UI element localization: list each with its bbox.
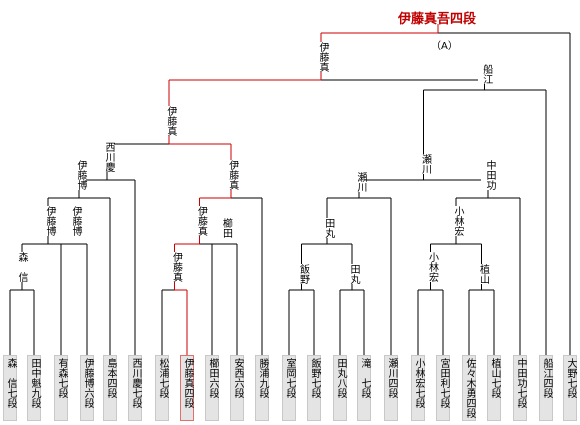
match-winner-m10: 伊藤真 xyxy=(161,106,176,136)
entrant-nishikawa: 西川慶七段 xyxy=(128,355,142,421)
entrant-kushida: 櫛田六段 xyxy=(205,355,219,421)
match-winner-m13: 田丸 xyxy=(319,218,334,238)
entrant-murooka: 室岡七段 xyxy=(282,355,296,421)
match-winner-m16: 植山 xyxy=(474,264,489,284)
match-winner-m20: 船江 xyxy=(477,64,492,84)
entrant-iino: 飯野七段 xyxy=(307,355,321,421)
match-winner-m21: 伊藤真 xyxy=(314,42,328,72)
entrant-tanaka: 田中魁九段 xyxy=(27,355,41,421)
match-winner-m14: 瀬川 xyxy=(351,172,366,192)
entrant-matsuura: 松浦七段 xyxy=(155,355,169,421)
match-winner-m1: 森 信 xyxy=(13,252,27,282)
match-winner-m7: 櫛田 xyxy=(217,218,232,238)
entrant-arimori: 有森七段 xyxy=(54,355,68,421)
entrant-katsuura: 勝浦九段 xyxy=(255,355,269,421)
match-winner-m5: 西川慶 xyxy=(100,142,114,172)
entrant-shimamoto: 島本四段 xyxy=(103,355,117,421)
entrant-itoshin: 伊藤真四段 xyxy=(180,355,194,421)
match-winner-m9: 伊藤真 xyxy=(223,160,238,190)
entrant-segawa: 瀬川四段 xyxy=(384,355,398,421)
champion-name: 伊藤真吾四段 xyxy=(398,12,477,27)
entrant-nakata: 中田功七段 xyxy=(513,355,527,421)
entrant-anzai: 安西六段 xyxy=(230,355,244,421)
match-winner-m6: 伊藤真 xyxy=(167,252,182,282)
match-winner-m19: 瀬川 xyxy=(416,154,431,174)
match-winner-m3: 伊藤博 xyxy=(41,206,55,236)
match-winner-m2: 伊藤博 xyxy=(67,206,81,236)
entrant-funae: 船江四段 xyxy=(539,355,553,421)
entrant-tamaru: 田丸八段 xyxy=(333,355,347,421)
entrant-taki: 滝 七段 xyxy=(357,355,371,421)
match-winner-m4: 伊藤博 xyxy=(72,160,86,190)
match-winner-m15: 小林宏 xyxy=(423,252,438,282)
entrant-mori: 森 信七段 xyxy=(3,355,17,421)
match-winner-m8: 伊藤真 xyxy=(192,206,207,236)
entrant-kobayashi: 小林宏七段 xyxy=(411,355,425,421)
entrant-ono: 大野七段 xyxy=(563,355,577,421)
entrant-miyata: 宮田利七段 xyxy=(436,355,450,421)
match-winner-m18: 中田功 xyxy=(481,160,495,190)
match-winner-m12: 田丸 xyxy=(345,264,359,284)
match-winner-m11: 飯野 xyxy=(294,264,309,284)
entrant-itohiro: 伊藤博六段 xyxy=(80,355,94,421)
match-winner-m17: 小林宏 xyxy=(449,206,463,236)
final-note: （A） xyxy=(431,41,458,52)
entrant-ueyama: 植山七段 xyxy=(487,355,501,421)
entrant-sasaki: 佐々木勇四段 xyxy=(462,355,476,421)
